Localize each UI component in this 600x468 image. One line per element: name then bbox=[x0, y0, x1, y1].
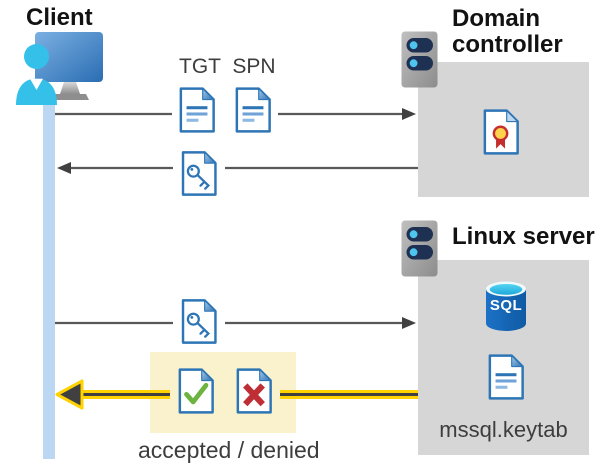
sql-badge-label: SQL bbox=[489, 297, 523, 314]
accepted-check-document-icon bbox=[177, 365, 215, 417]
linux-server-title: Linux server bbox=[452, 223, 595, 250]
service-ticket-key-document-group bbox=[173, 292, 225, 351]
tgt-document-icon bbox=[178, 86, 216, 134]
key-document-icon bbox=[179, 298, 219, 345]
keytab-label: mssql.keytab bbox=[439, 417, 568, 442]
certificate-icon bbox=[482, 106, 520, 158]
ticket-documents-group bbox=[172, 80, 278, 140]
ticket-arrow bbox=[55, 317, 416, 329]
result-documents-group bbox=[170, 358, 280, 424]
result-label: accepted / denied bbox=[138, 437, 320, 463]
domain-controller-title: Domain controller bbox=[452, 5, 563, 58]
denied-x-document-icon bbox=[235, 365, 273, 417]
spn-label: SPN bbox=[232, 55, 276, 78]
linux-server-server-icon bbox=[401, 220, 438, 277]
client-lifeline bbox=[43, 97, 55, 459]
spn-document-icon bbox=[234, 86, 272, 134]
client-title: Client bbox=[26, 4, 93, 31]
keytab-document-icon bbox=[487, 352, 525, 402]
ticket-key-document-group bbox=[173, 144, 225, 203]
client-computer-icon bbox=[14, 30, 114, 105]
tgt-label: TGT bbox=[179, 55, 221, 78]
response-arrow bbox=[57, 162, 418, 174]
domain-controller-server-icon bbox=[401, 31, 438, 88]
key-document-icon bbox=[179, 150, 219, 197]
